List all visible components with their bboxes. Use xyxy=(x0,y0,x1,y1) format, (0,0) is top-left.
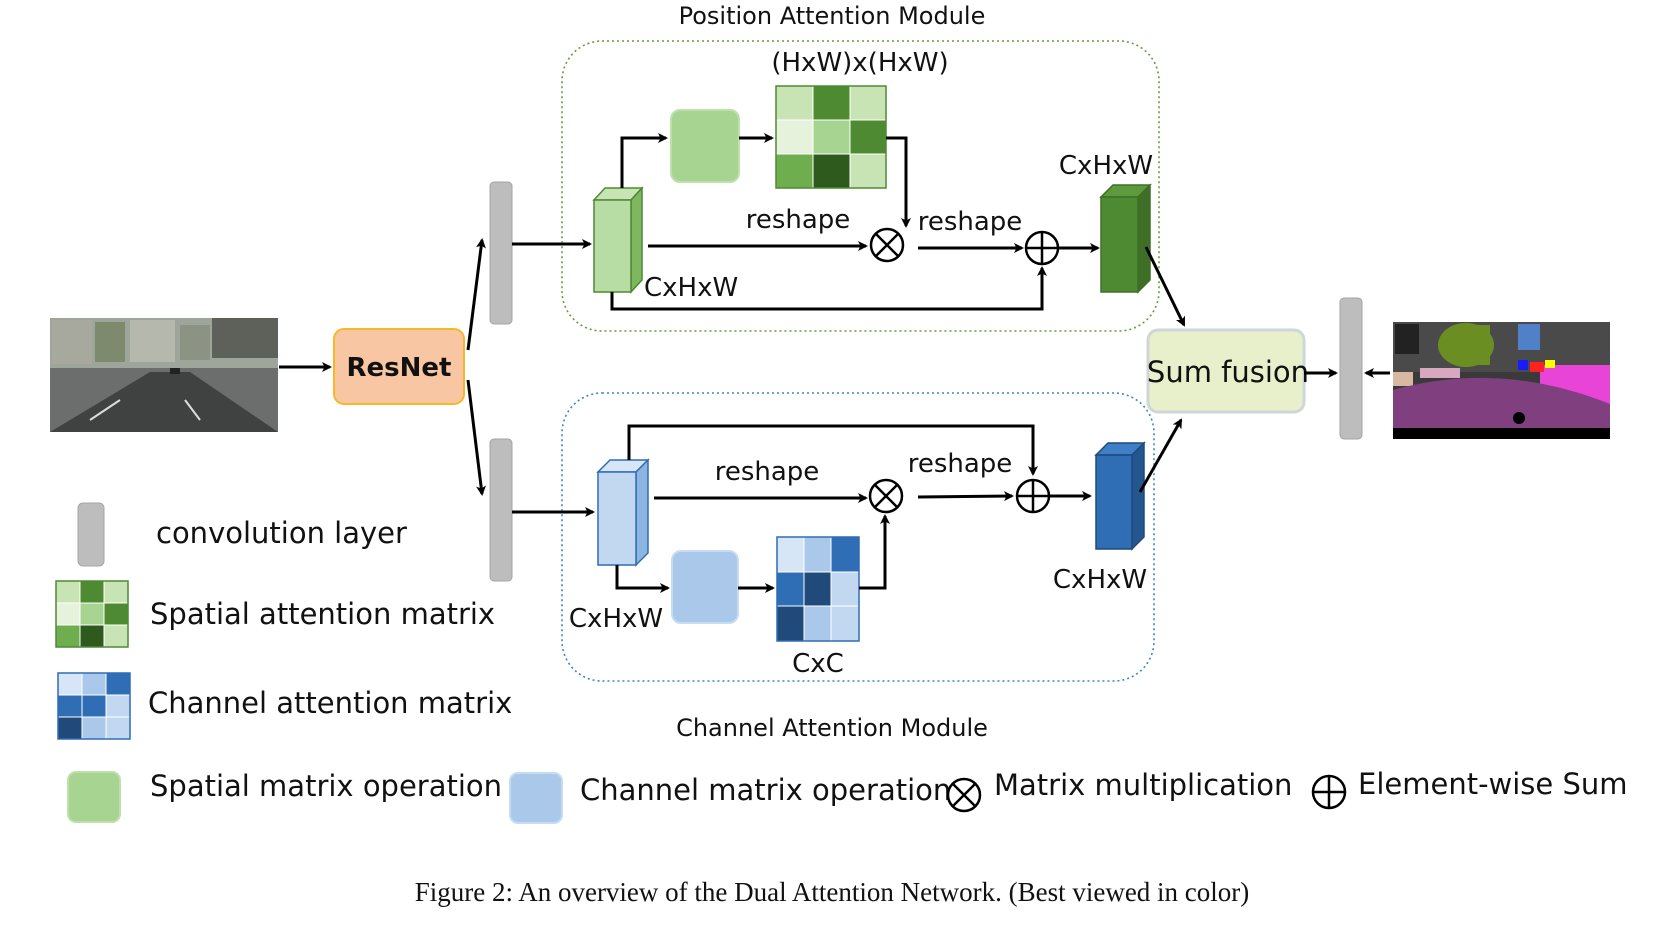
arrow-resnet-to-lower-conv xyxy=(466,379,486,496)
arrow-pam-feature-to-op xyxy=(620,133,668,188)
legend-spatial-op-swatch xyxy=(67,771,121,823)
pam-output-dims: CxHxW xyxy=(1059,151,1153,181)
position-attention-module-title: Position Attention Module xyxy=(679,2,986,30)
sum-fusion-block xyxy=(1146,328,1306,414)
legend-spatial-op-label: Spatial matrix operation xyxy=(150,769,502,803)
spatial-matrix-operation xyxy=(670,109,740,183)
arrow-resnet-to-upper-conv xyxy=(466,238,486,351)
channel-matrix-dims: CxC xyxy=(792,649,844,679)
legend-channel-op-swatch xyxy=(509,772,563,824)
cam-feature-map xyxy=(596,458,650,567)
pam-circled-times-icon xyxy=(869,227,905,263)
pam-circled-plus-icon xyxy=(1024,230,1060,266)
arrow-channel-matrix-to-mul xyxy=(859,514,890,590)
conv-layer-lower xyxy=(489,438,513,582)
arrow-cam-mul-to-sum xyxy=(917,491,1014,502)
cam-output-feature-map xyxy=(1094,441,1146,551)
cam-reshape-label-1: reshape xyxy=(715,457,820,487)
figure-caption: Figure 2: An overview of the Dual Attent… xyxy=(415,877,1250,907)
cam-feature-dims: CxHxW xyxy=(569,604,663,634)
sum-fusion-label: Sum fusion xyxy=(1147,355,1309,389)
legend-circled-times-icon xyxy=(946,777,982,813)
spatial-attention-matrix xyxy=(775,85,887,189)
legend-channel-matrix-label: Channel attention matrix xyxy=(148,686,512,720)
legend-mat-mul-label: Matrix multiplication xyxy=(994,768,1292,802)
pam-reshape-label-2: reshape xyxy=(918,207,1023,237)
channel-attention-module-frame xyxy=(561,392,1155,682)
spatial-matrix-dims: (HxW)x(HxW) xyxy=(771,48,948,78)
arrow-cam-output-to-fusion xyxy=(1138,418,1183,493)
arrow-pam-output-to-fusion xyxy=(1144,246,1186,327)
legend-conv-swatch xyxy=(77,502,105,567)
arrow-cam-residual xyxy=(627,424,1038,476)
conv-layer-upper xyxy=(489,181,513,325)
segmentation-map-image xyxy=(1393,322,1610,439)
position-attention-module-frame xyxy=(561,40,1160,332)
cam-circled-times-icon xyxy=(868,478,904,514)
legend-channel-matrix-swatch xyxy=(57,672,131,740)
channel-attention-matrix xyxy=(776,536,860,642)
channel-matrix-operation xyxy=(671,550,739,624)
cam-circled-plus-icon xyxy=(1015,478,1051,514)
arrow-cam-feature-to-op xyxy=(615,565,670,593)
pam-reshape-label-1: reshape xyxy=(746,205,851,235)
legend-elem-sum-label: Element-wise Sum xyxy=(1358,767,1628,801)
pam-output-feature-map xyxy=(1099,183,1152,294)
pam-feature-dims: CxHxW xyxy=(644,273,738,303)
legend-spatial-matrix-label: Spatial attention matrix xyxy=(150,597,495,631)
resnet-block xyxy=(333,328,465,405)
pam-feature-map xyxy=(592,186,644,294)
resnet-label: ResNet xyxy=(347,353,452,383)
legend-channel-op-label: Channel matrix operation xyxy=(580,773,951,807)
conv-layer-output xyxy=(1339,297,1363,440)
channel-attention-module-title: Channel Attention Module xyxy=(676,714,988,742)
legend-spatial-matrix-swatch xyxy=(55,580,129,648)
cam-output-dims: CxHxW xyxy=(1053,565,1147,595)
cam-reshape-label-2: reshape xyxy=(908,449,1013,479)
legend-circled-plus-icon xyxy=(1311,774,1347,810)
street-scene-image xyxy=(50,318,278,432)
arrow-spatial-matrix-to-mul xyxy=(886,136,911,228)
arrow-pam-residual xyxy=(610,266,1047,311)
legend-conv-label: convolution layer xyxy=(156,516,407,550)
